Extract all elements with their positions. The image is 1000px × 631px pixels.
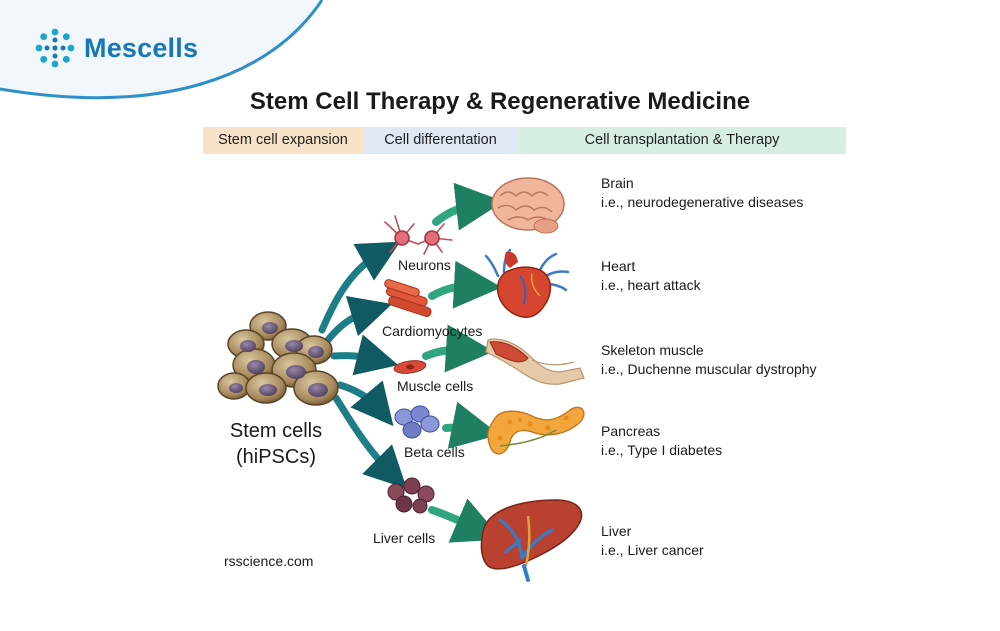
- organ-skeleton-muscle: Skeleton muscle i.e., Duchenne muscular …: [601, 341, 817, 379]
- liver-cells-illustration: [387, 477, 435, 514]
- stem-cells-label: Stem cells (hiPSCs): [220, 418, 332, 470]
- brand-logo: Mescells: [34, 26, 198, 70]
- differentiation-arrows: [318, 241, 407, 489]
- stage-expansion: Stem cell expansion: [203, 127, 363, 154]
- stage-bar: Stem cell expansion Cell differentation …: [203, 127, 846, 154]
- organ-disease: i.e., neurodegenerative diseases: [601, 194, 804, 210]
- arrow-to-cardiomyocytes: [324, 295, 393, 344]
- organ-disease: i.e., Liver cancer: [601, 542, 704, 558]
- stem-cells-line1: Stem cells: [229, 420, 323, 442]
- beta-cells-illustration: [394, 405, 440, 439]
- arrow-to-muscle: [422, 324, 494, 373]
- cell-label-beta-cells: Beta cells: [404, 444, 465, 460]
- page-title: Stem Cell Therapy & Regenerative Medicin…: [249, 88, 751, 115]
- cell-label-muscle-cells: Muscle cells: [397, 378, 474, 394]
- muscle-cell-illustration: [393, 360, 427, 374]
- organ-name: Pancreas: [601, 423, 661, 439]
- stage-differentiation: Cell differentation: [363, 127, 518, 154]
- arrow-to-beta-cells: [336, 380, 394, 427]
- organ-brain: Brain i.e., neurodegenerative diseases: [601, 174, 803, 212]
- organ-name: Skeleton muscle: [601, 342, 704, 358]
- heart-illustration: [484, 248, 570, 319]
- brain-illustration: [491, 177, 565, 234]
- dotted-ring-icon: [35, 28, 75, 68]
- organ-disease: i.e., Type I diabetes: [601, 442, 723, 458]
- skeletal-muscle-illustration: [485, 338, 585, 385]
- organ-pancreas: Pancreas i.e., Type I diabetes: [601, 422, 722, 460]
- organ-disease: i.e., heart attack: [601, 277, 701, 293]
- stem-cells-line2: (hiPSCs): [235, 446, 316, 468]
- liver-illustration: [480, 499, 583, 582]
- organ-disease: i.e., Duchenne muscular dystrophy: [601, 361, 817, 377]
- stage-transplantation: Cell transplantation & Therapy: [518, 127, 846, 154]
- arrow-to-liver: [428, 498, 503, 543]
- organ-name: Heart: [601, 258, 636, 274]
- arrow-to-heart: [428, 260, 502, 309]
- organ-liver: Liver i.e., Liver cancer: [601, 522, 704, 560]
- organ-name: Brain: [601, 175, 634, 191]
- neurons-illustration: [384, 215, 453, 255]
- stem-cell-cluster: [217, 311, 339, 406]
- pancreas-illustration: [487, 406, 585, 455]
- brand-name: Mescells: [84, 32, 199, 63]
- arrow-to-muscle-cells: [330, 334, 399, 376]
- organ-name: Liver: [601, 523, 632, 539]
- arrow-to-neurons: [318, 241, 401, 334]
- cell-label-neurons: Neurons: [398, 257, 451, 273]
- arrow-to-pancreas: [442, 401, 500, 449]
- cell-label-cardiomyocytes: Cardiomyocytes: [382, 323, 483, 339]
- arrow-to-liver-cells: [332, 394, 407, 489]
- cardiomyocytes-illustration: [384, 279, 432, 318]
- transplant-arrows: [422, 182, 504, 543]
- cell-label-liver-cells: Liver cells: [373, 530, 436, 546]
- source-credit: rsscience.com: [224, 553, 314, 569]
- organ-heart: Heart i.e., heart attack: [601, 257, 701, 295]
- arrow-to-brain: [432, 182, 504, 231]
